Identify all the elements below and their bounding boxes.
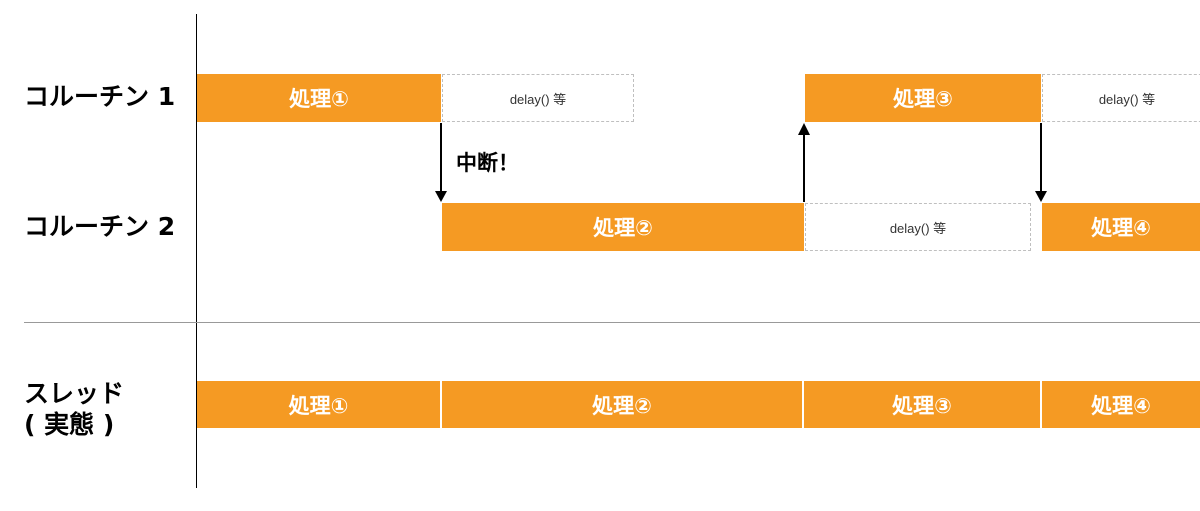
arrow-up-head	[798, 123, 810, 135]
section-divider	[24, 322, 1200, 323]
coroutine-1-label: コルーチン 1	[24, 82, 176, 111]
arrow-down-1-head	[435, 191, 447, 202]
arrow-down-2-head	[1035, 191, 1047, 202]
coroutine-2-label: コルーチン 2	[24, 212, 176, 241]
thread-label: スレッド ( 実態 )	[24, 378, 124, 440]
coroutine-2-delay: delay() 等	[805, 203, 1031, 251]
coroutine-1-delay-2: delay() 等	[1042, 74, 1200, 122]
timeline-axis	[196, 14, 197, 488]
suspend-note: 中断！	[456, 151, 519, 175]
coroutine-1-process-3: 処理③	[805, 74, 1041, 122]
thread-segment-4: 処理④	[1042, 381, 1200, 428]
thread-segment-2: 処理②	[442, 381, 802, 428]
thread-segment-3: 処理③	[804, 381, 1040, 428]
coroutine-2-process-2: 処理②	[442, 203, 804, 251]
coroutine-1-delay-1: delay() 等	[442, 74, 634, 122]
thread-label-line1: スレッド	[24, 379, 125, 408]
thread-label-line2: ( 実態 )	[24, 410, 115, 439]
coroutine-2-process-4: 処理④	[1042, 203, 1200, 251]
coroutine-1-process-1: 処理①	[197, 74, 441, 122]
thread-segment-1: 処理①	[197, 381, 440, 428]
